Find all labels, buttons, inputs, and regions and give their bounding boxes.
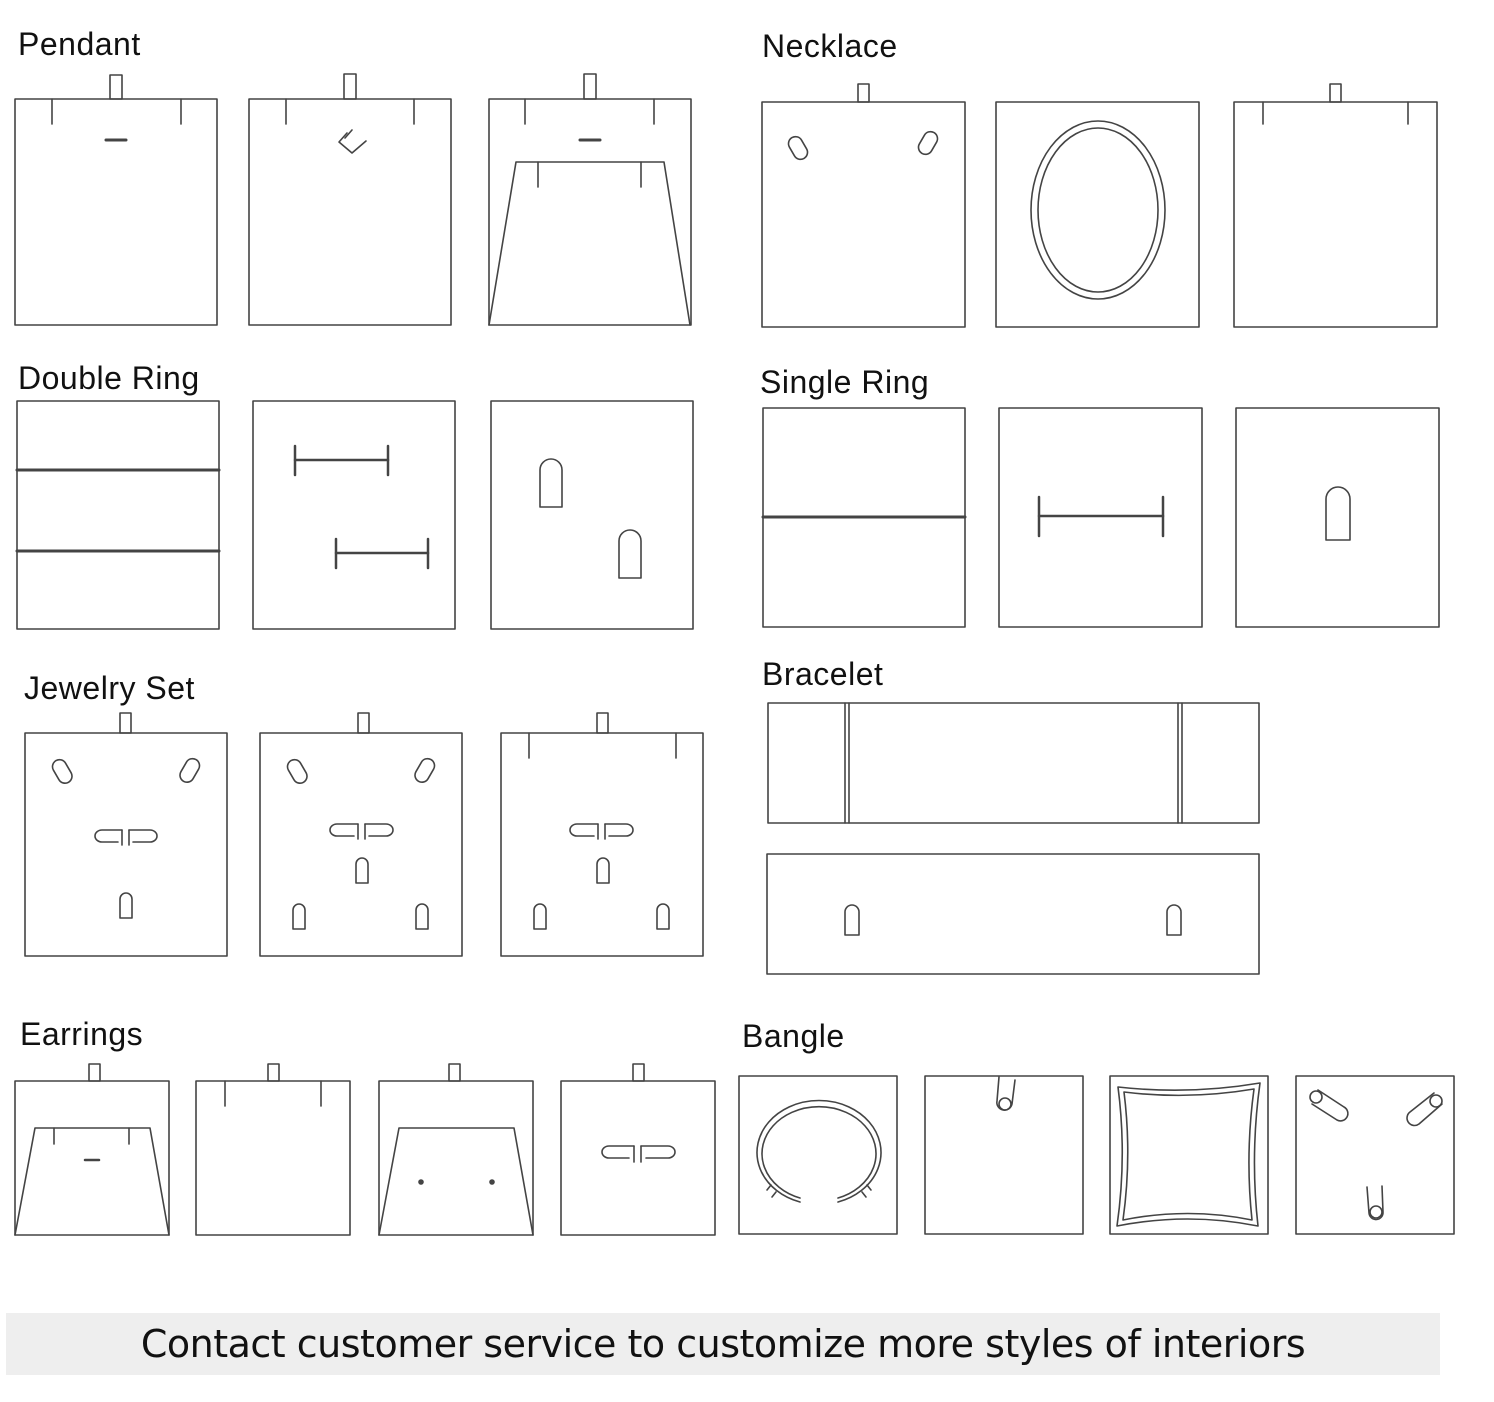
single-ring-insert-1 — [761, 407, 967, 628]
contact-banner-text: Contact customer service to customize mo… — [140, 1322, 1306, 1366]
bracelet-insert-2 — [766, 853, 1260, 975]
section-label-bracelet: Bracelet — [762, 656, 884, 692]
double-ring-insert-2 — [252, 400, 456, 630]
single-ring-insert-2 — [998, 407, 1203, 628]
double-ring-insert-1 — [15, 400, 221, 630]
earrings-insert-1 — [14, 1063, 170, 1236]
necklace-insert-3 — [1233, 83, 1438, 328]
section-label-single-ring: Single Ring — [760, 364, 930, 400]
bangle-insert-2 — [924, 1075, 1084, 1235]
bangle-insert-4 — [1295, 1075, 1455, 1235]
necklace-insert-2 — [995, 101, 1200, 328]
jewelry-set-insert-1 — [24, 712, 228, 957]
contact-banner: Contact customer service to customize mo… — [6, 1313, 1440, 1375]
double-ring-insert-3 — [490, 400, 694, 630]
earrings-insert-2 — [195, 1063, 351, 1236]
pendant-insert-1 — [14, 74, 218, 326]
bracelet-insert-1 — [767, 702, 1260, 824]
earrings-insert-4 — [560, 1063, 716, 1236]
earrings-insert-3 — [378, 1063, 534, 1236]
section-label-necklace: Necklace — [762, 28, 898, 64]
single-ring-insert-3 — [1235, 407, 1440, 628]
section-label-jewelry-set: Jewelry Set — [24, 670, 195, 706]
bangle-insert-1 — [738, 1075, 898, 1235]
jewelry-set-insert-2 — [259, 712, 463, 957]
necklace-insert-1 — [761, 83, 966, 328]
pendant-insert-2 — [248, 73, 452, 326]
pendant-insert-3 — [488, 73, 692, 326]
jewelry-set-insert-3 — [500, 712, 704, 957]
section-label-pendant: Pendant — [18, 26, 141, 62]
section-label-bangle: Bangle — [742, 1018, 845, 1054]
section-label-earrings: Earrings — [20, 1016, 144, 1052]
section-label-double-ring: Double Ring — [18, 360, 200, 396]
bangle-insert-3 — [1109, 1075, 1269, 1235]
